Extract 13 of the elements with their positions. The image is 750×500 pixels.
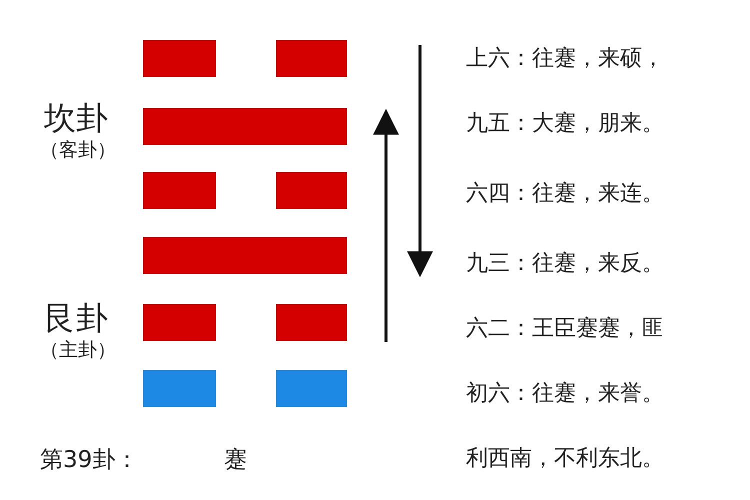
hexagram-number: 第39卦： [40, 448, 138, 474]
trigram-role: （客卦） [40, 140, 116, 161]
trigram-role: （主卦） [40, 340, 116, 361]
line-text: 六二：王臣蹇蹇，匪 [466, 317, 664, 342]
line-text: 九三：往蹇，来反。 [466, 252, 664, 276]
hexagram-name: 蹇 [224, 448, 247, 474]
trigram-name: 艮卦 [44, 301, 108, 336]
line-text: 六四：往蹇，来连。 [466, 182, 664, 206]
line-text: 初六：往蹇，来誉。 [466, 382, 664, 406]
line-text: 上六：往蹇，来硕， [466, 47, 664, 72]
judgment-text: 利西南，不利东北。 [466, 447, 664, 472]
line-text: 九五：大蹇，朋来。 [466, 112, 664, 136]
trigram-name: 坎卦 [44, 101, 108, 136]
